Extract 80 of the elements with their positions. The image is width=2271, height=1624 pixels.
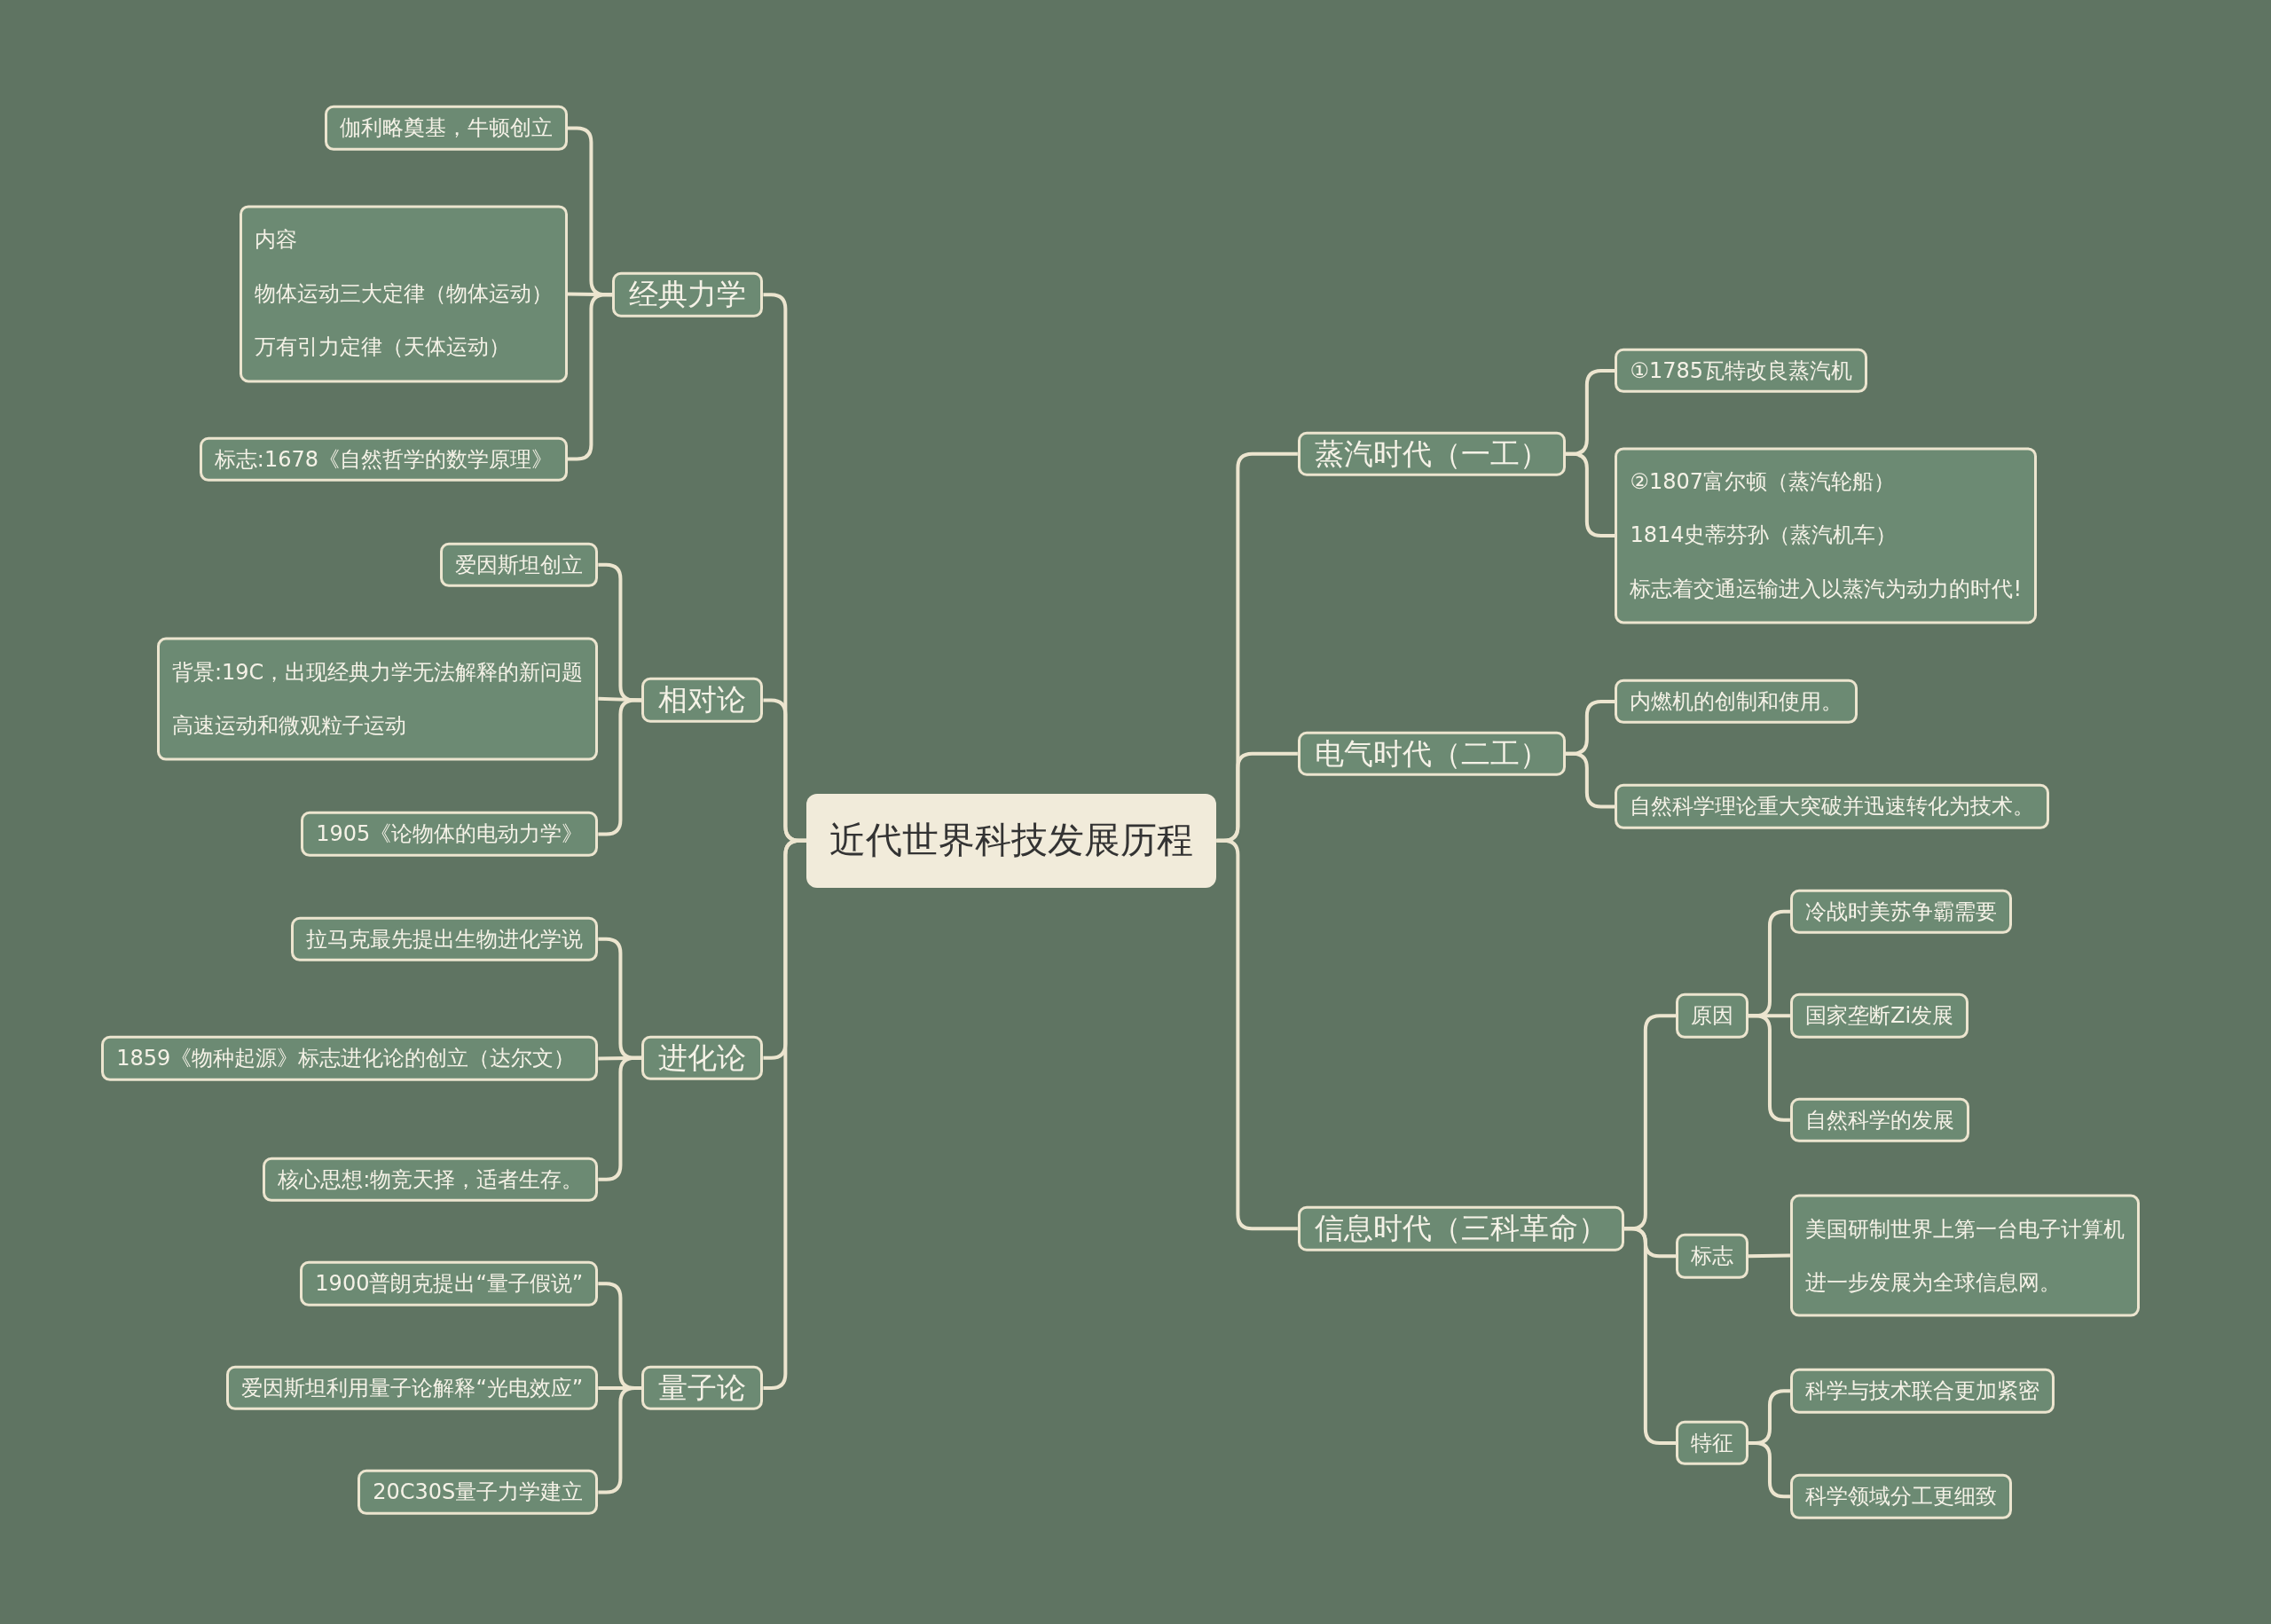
topic-text: 科学领域分工更细致 [1804,1483,1997,1511]
topic-text: 科学与技术联合更加紧密 [1804,1377,2039,1405]
topic-text: 20C30S量子力学建立 [373,1479,584,1507]
subtopic-box [358,1470,599,1515]
topic-text: 美国研制世界上第一台电子计算机 [1804,1215,2125,1243]
connector-line [763,838,807,1390]
topic-text: 近代世界科技发展历程 [829,818,1194,864]
subtopic-box [1789,993,1969,1039]
topic-text: 相对论 [658,681,747,719]
topic-text: 量子论 [658,1369,747,1407]
subtopic-box [1789,1097,1969,1143]
connector-line [1216,838,1298,1231]
topic-text: 拉马克最先提出生物进化学说 [306,925,584,953]
subtopic-box [1615,447,2038,624]
branch-topic-box [1297,731,1566,777]
subtopic-box [301,812,599,857]
subtopic-box [440,542,599,587]
topic-text: 1905《论物体的电动力学》 [316,820,584,849]
topic-text: 标志 [1690,1243,1733,1271]
topic-text: 原因 [1690,1002,1733,1031]
subtopic-box [240,205,568,382]
topic-text: 爱因斯坦利用量子论解释“光电效应” [241,1374,584,1402]
topic-text: 高速运动和微观粒子运动 [171,711,407,740]
branch-topic-box [641,1035,764,1080]
topic-text: 进一步发展为全球信息网。 [1804,1268,2062,1297]
subtopic-box [1615,679,1858,725]
subtopic-box [199,436,568,482]
topic-text: 冷战时美苏争霸需要 [1804,898,1997,926]
connector-line [598,1055,642,1181]
topic-text: 国家垄断Zi发展 [1804,1002,1954,1031]
subtopic-box [1789,1474,2012,1519]
topic-text: ①1785瓦特改良蒸汽机 [1630,357,1852,385]
subtopic-box [226,1365,599,1411]
topic-text: 信息时代（三科革命） [1314,1210,1607,1247]
topic-text: 经典力学 [629,275,747,313]
subtopic-box [156,637,599,761]
topic-text: 内燃机的创制和使用。 [1630,687,1843,716]
branch-topic-box [641,1365,764,1411]
subtopic-box [300,1261,599,1306]
topic-text: 自然科学的发展 [1804,1106,1954,1134]
topic-text: 标志着交通运输进入以蒸汽为动力的时代! [1630,576,2023,604]
connector-line [568,293,613,461]
connector-line [1748,1014,1790,1122]
branch-topic-box [641,678,764,723]
topic-text: 物体运动三大定律（物体运动） [255,280,553,309]
subtopic-box [1615,784,2050,829]
subtopic-box [1675,1234,1748,1279]
connector-line [598,1385,642,1495]
subtopic-box [1789,1194,2140,1317]
subtopic-box [1675,993,1748,1039]
topic-text: 标志:1678《自然哲学的数学原理》 [214,445,553,474]
topic-text: 伽利略奠基，牛顿创立 [340,114,553,143]
topic-text: 1814史蒂芬孙（蒸汽机车） [1630,522,1898,550]
topic-text: 内容 [255,226,298,255]
connector-line [1748,1253,1790,1259]
topic-text: 核心思想:物竞天择，适者生存。 [278,1165,584,1194]
topic-text: 1859《物种起源》标志进化论的创立（达尔文） [116,1045,577,1073]
topic-text: 爱因斯坦创立 [455,551,584,579]
topic-text: 1900普朗克提出“量子假说” [315,1270,584,1298]
subtopic-box [325,106,568,151]
topic-text: 自然科学理论重大突破并迅速转化为技术。 [1630,793,2035,821]
topic-text: 蒸汽时代（一工） [1314,435,1549,473]
subtopic-box [263,1157,599,1202]
subtopic-box [1615,348,1867,394]
subtopic-box [1675,1420,1748,1466]
topic-text: 背景:19C，出现经典力学无法解释的新问题 [171,658,584,686]
subtopic-box [1789,1368,2055,1414]
branch-topic-box [1297,431,1566,477]
central-topic-box [806,793,1217,888]
subtopic-box [1789,889,2012,934]
subtopic-box [291,916,599,961]
connector-line [598,698,642,836]
topic-text: 特征 [1690,1429,1733,1457]
topic-text: 电气时代（二工） [1314,734,1549,773]
branch-topic-box [1297,1206,1624,1251]
topic-text: 万有引力定律（天体运动） [255,333,511,362]
topic-text: 进化论 [658,1039,747,1077]
subtopic-box [101,1036,599,1081]
topic-text: ②1807富尔顿（蒸汽轮船） [1630,468,1896,497]
branch-topic-box [612,271,764,318]
